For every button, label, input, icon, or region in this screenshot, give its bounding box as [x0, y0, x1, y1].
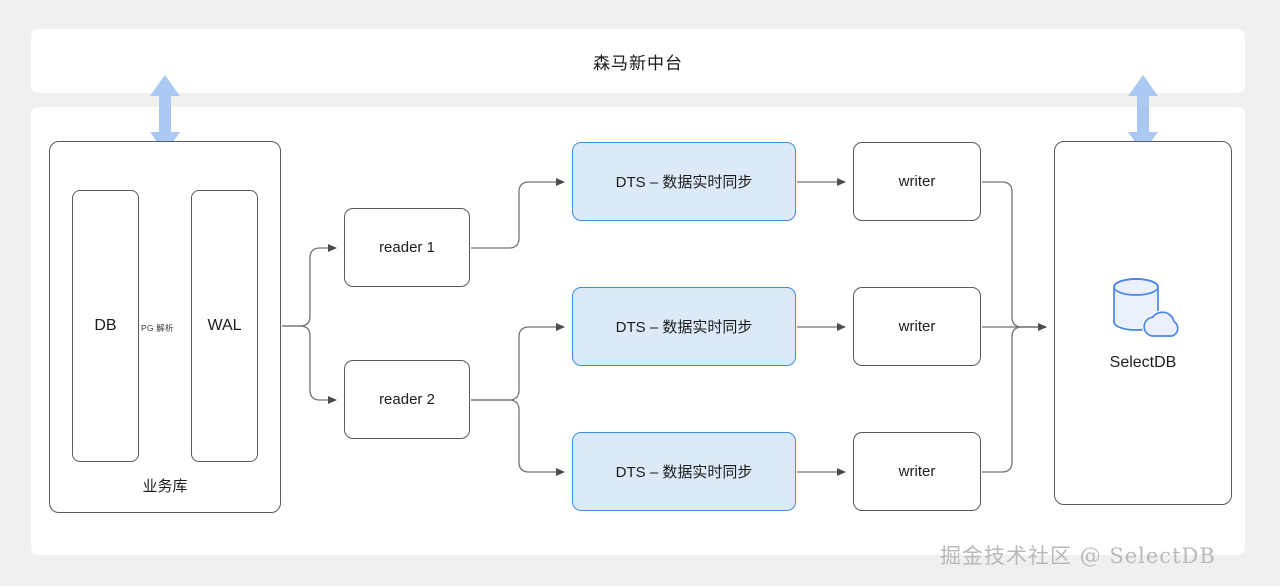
watermark-text: 掘金技术社区 @ SelectDB — [940, 544, 1216, 568]
source-to-readers-connector — [282, 244, 337, 404]
dts-node-3[interactable]: DTS – 数据实时同步 — [572, 432, 796, 511]
right-bidirectional-arrow — [1128, 75, 1158, 153]
dts-node-2-label: DTS – 数据实时同步 — [615, 319, 753, 336]
writer-node-2-label: writer — [898, 318, 936, 335]
writer-node-3[interactable]: writer — [853, 432, 981, 511]
db-node[interactable]: DB — [72, 190, 139, 462]
reader2-to-dts-connectors — [471, 323, 565, 476]
selectdb-label: SelectDB — [1109, 354, 1177, 371]
dts-to-writer-connectors — [797, 178, 846, 476]
writer-node-3-label: writer — [898, 463, 936, 480]
dts-node-3-label: DTS – 数据实时同步 — [615, 464, 753, 481]
dts-node-2[interactable]: DTS – 数据实时同步 — [572, 287, 796, 366]
database-cloud-icon — [1113, 278, 1180, 338]
db-node-label: DB — [94, 317, 117, 334]
dts-node-1[interactable]: DTS – 数据实时同步 — [572, 142, 796, 221]
left-bidirectional-arrow — [150, 75, 180, 153]
reader-2-label: reader 2 — [379, 391, 435, 408]
page-title: 森马新中台 — [593, 53, 683, 73]
wal-node-label: WAL — [207, 317, 242, 334]
writer-node-2[interactable]: writer — [853, 287, 981, 366]
reader-1-node[interactable]: reader 1 — [344, 208, 470, 287]
dts-node-1-label: DTS – 数据实时同步 — [615, 174, 753, 191]
reader1-to-dts1-connector — [471, 178, 565, 249]
reader-2-node[interactable]: reader 2 — [344, 360, 470, 439]
pg-parse-edge-label: PG 解析 — [141, 323, 174, 333]
reader-1-label: reader 1 — [379, 239, 435, 256]
source-container-label: 业务库 — [142, 478, 188, 495]
wal-node[interactable]: WAL — [191, 190, 258, 462]
writer-node-1-label: writer — [898, 173, 936, 190]
writer-node-1[interactable]: writer — [853, 142, 981, 221]
title-panel: 森马新中台 — [31, 29, 1245, 93]
writers-to-sink-connector — [982, 181, 1047, 473]
selectdb-container[interactable]: SelectDB — [1054, 141, 1232, 505]
